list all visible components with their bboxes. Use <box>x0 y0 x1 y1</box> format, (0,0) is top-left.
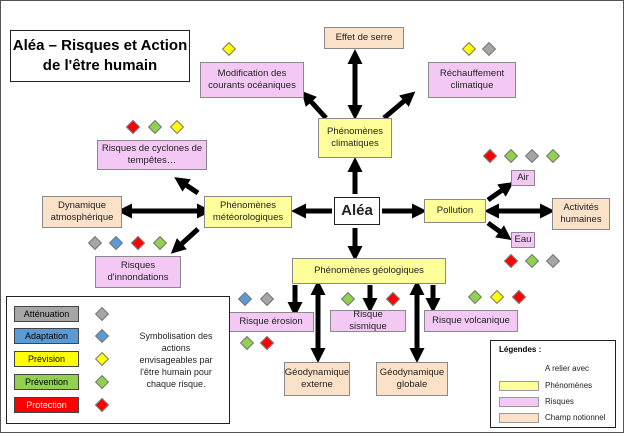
legend-phenomenes-label: Phénomènes <box>545 381 593 390</box>
legend-champ-swatch <box>499 413 539 423</box>
arrow-pollution-air <box>486 181 514 203</box>
node-eau: Eau <box>511 232 535 248</box>
node-sismique: Risque sismique <box>330 309 406 332</box>
node-geo-externe: Géodynamique externe <box>284 362 350 396</box>
action-adaptation-label: Adaptation <box>14 328 79 344</box>
action-protection-label: Protection <box>14 397 79 413</box>
node-phen-geo: Phénomènes géologiques <box>292 258 446 284</box>
arrow-climat-rechauf <box>382 91 416 120</box>
page-title: Aléa – Risques et Action de l'être humai… <box>10 30 190 82</box>
legend-arrow-label: A relier avec <box>545 364 590 373</box>
node-cyclones: Risques de cyclones de tempêtes… <box>97 140 207 170</box>
node-erosion: Risque érosion <box>228 312 314 332</box>
node-dyn-atmos: Dynamique atmosphérique <box>42 196 122 228</box>
node-activites: Activités humaines <box>552 198 610 230</box>
legend-risques-swatch <box>499 397 539 407</box>
node-rechauffement: Réchauffement climatique <box>428 62 516 98</box>
arrow-climat-courants <box>301 90 328 120</box>
node-effet-serre: Effet de serre <box>324 27 404 49</box>
arrow-meteo-cyclones <box>174 177 200 196</box>
legend-title: Légendes : <box>499 345 542 354</box>
legend-phenomenes-swatch <box>499 381 539 391</box>
node-alea: Aléa <box>334 197 380 225</box>
title-line-1: Aléa – Risques et Action <box>12 37 188 54</box>
node-geo-globale: Géodynamique globale <box>376 362 448 396</box>
node-volcanique: Risque volcanique <box>424 310 518 332</box>
action-prevention-label: Prévention <box>14 374 79 390</box>
node-inondations: Risques d'innondations <box>95 256 181 288</box>
arrow-meteo-inond <box>170 227 200 254</box>
node-modif-courants: Modification des courants océaniques <box>200 62 304 98</box>
node-phen-climatiques: Phénomènes climatiques <box>318 118 392 158</box>
node-phen-meteo: Phénomènes météorologiques <box>204 196 292 228</box>
node-pollution: Pollution <box>424 199 486 223</box>
symbolisation-text: Symbolisation des actions envisageables … <box>139 331 213 389</box>
action-prevision-label: Prévision <box>14 351 79 367</box>
node-air: Air <box>511 170 535 186</box>
action-attenuation-label: Atténuation <box>14 306 79 322</box>
legend-risques-label: Risques <box>545 397 574 406</box>
arrow-pollution-eau <box>486 220 512 241</box>
title-line-2: de l'être humain <box>42 57 158 74</box>
legend-champ-label: Champ notionnel <box>545 413 606 422</box>
legend-box: Légendes : A relier avec Phénomènes Risq… <box>490 340 616 428</box>
